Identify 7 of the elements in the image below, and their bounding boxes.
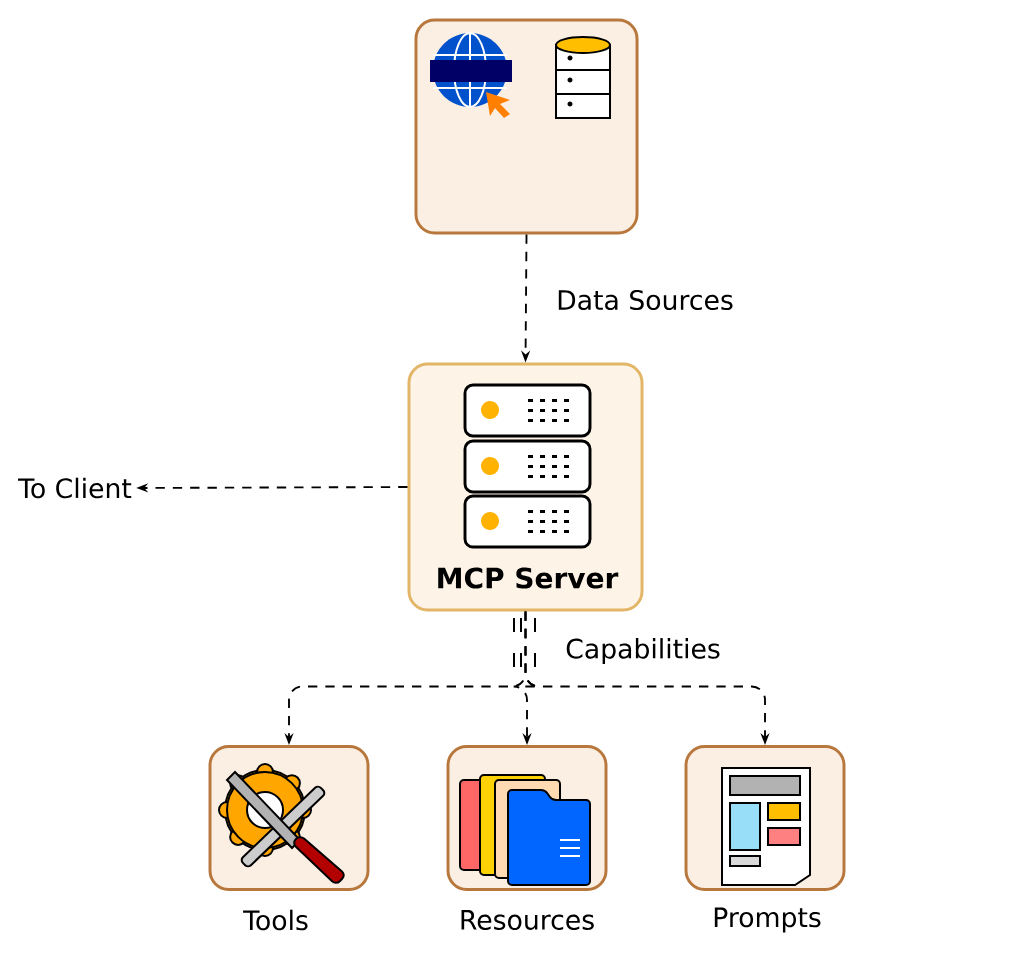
node-label: Resources [461,910,594,930]
node-label: Tools [243,909,308,931]
edge-label: Capabilities [562,635,724,667]
node-label: Prompts [714,907,821,933]
node-label: MCP Server [438,567,619,589]
node-label: To Client [18,477,132,499]
edge-label: Data Sources [553,287,737,313]
